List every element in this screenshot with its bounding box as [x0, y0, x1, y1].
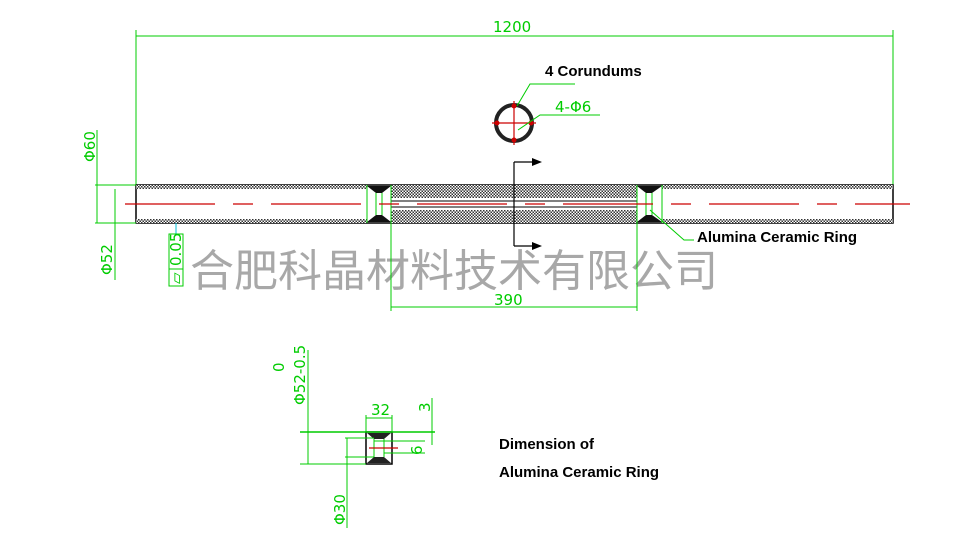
watermark-text: 合肥科晶材料技术有限公司: [190, 246, 718, 297]
ring-inner-diameter-label: Φ30: [331, 494, 349, 525]
hole-spec-label: 4-Φ6: [555, 98, 591, 116]
ring-width-label: 32: [371, 401, 390, 419]
ring-outer-diameter-label: Φ52-0.5: [291, 345, 309, 405]
corundums-label: 4 Corundums: [545, 63, 642, 80]
cross-section: 4 Corundums 4-Φ6: [492, 63, 642, 145]
inner-diameter-label: Φ52: [98, 244, 116, 275]
ring-outer-tolerance-upper: 0: [270, 362, 288, 372]
dimension-1200-label: 1200: [493, 18, 531, 36]
flatness-symbol: ⏥: [167, 272, 185, 284]
flatness-tolerance: ⏥ 0.05: [167, 223, 185, 287]
flatness-value: 0.05: [167, 233, 185, 266]
outer-diameter-label: Φ60: [81, 131, 99, 162]
dimension-title-line1: Dimension of: [499, 436, 595, 453]
tube: [125, 184, 910, 224]
dimension-1200: 1200: [135, 18, 894, 186]
dimension-title-line2: Alumina Ceramic Ring: [499, 464, 659, 481]
ring-groove-width-label: 6: [408, 445, 426, 455]
diameter-dimensions: Φ60 Φ52: [81, 130, 136, 280]
ring-groove-depth-label: 3: [416, 402, 434, 412]
ring-label: Alumina Ceramic Ring: [697, 229, 857, 246]
section-marker: [513, 158, 542, 250]
dimension-390-label: 390: [494, 291, 523, 309]
ring-detail: 32 Φ52-0.5 0 Φ30 3 6: [270, 345, 435, 528]
dimension-390: 390: [390, 223, 638, 311]
